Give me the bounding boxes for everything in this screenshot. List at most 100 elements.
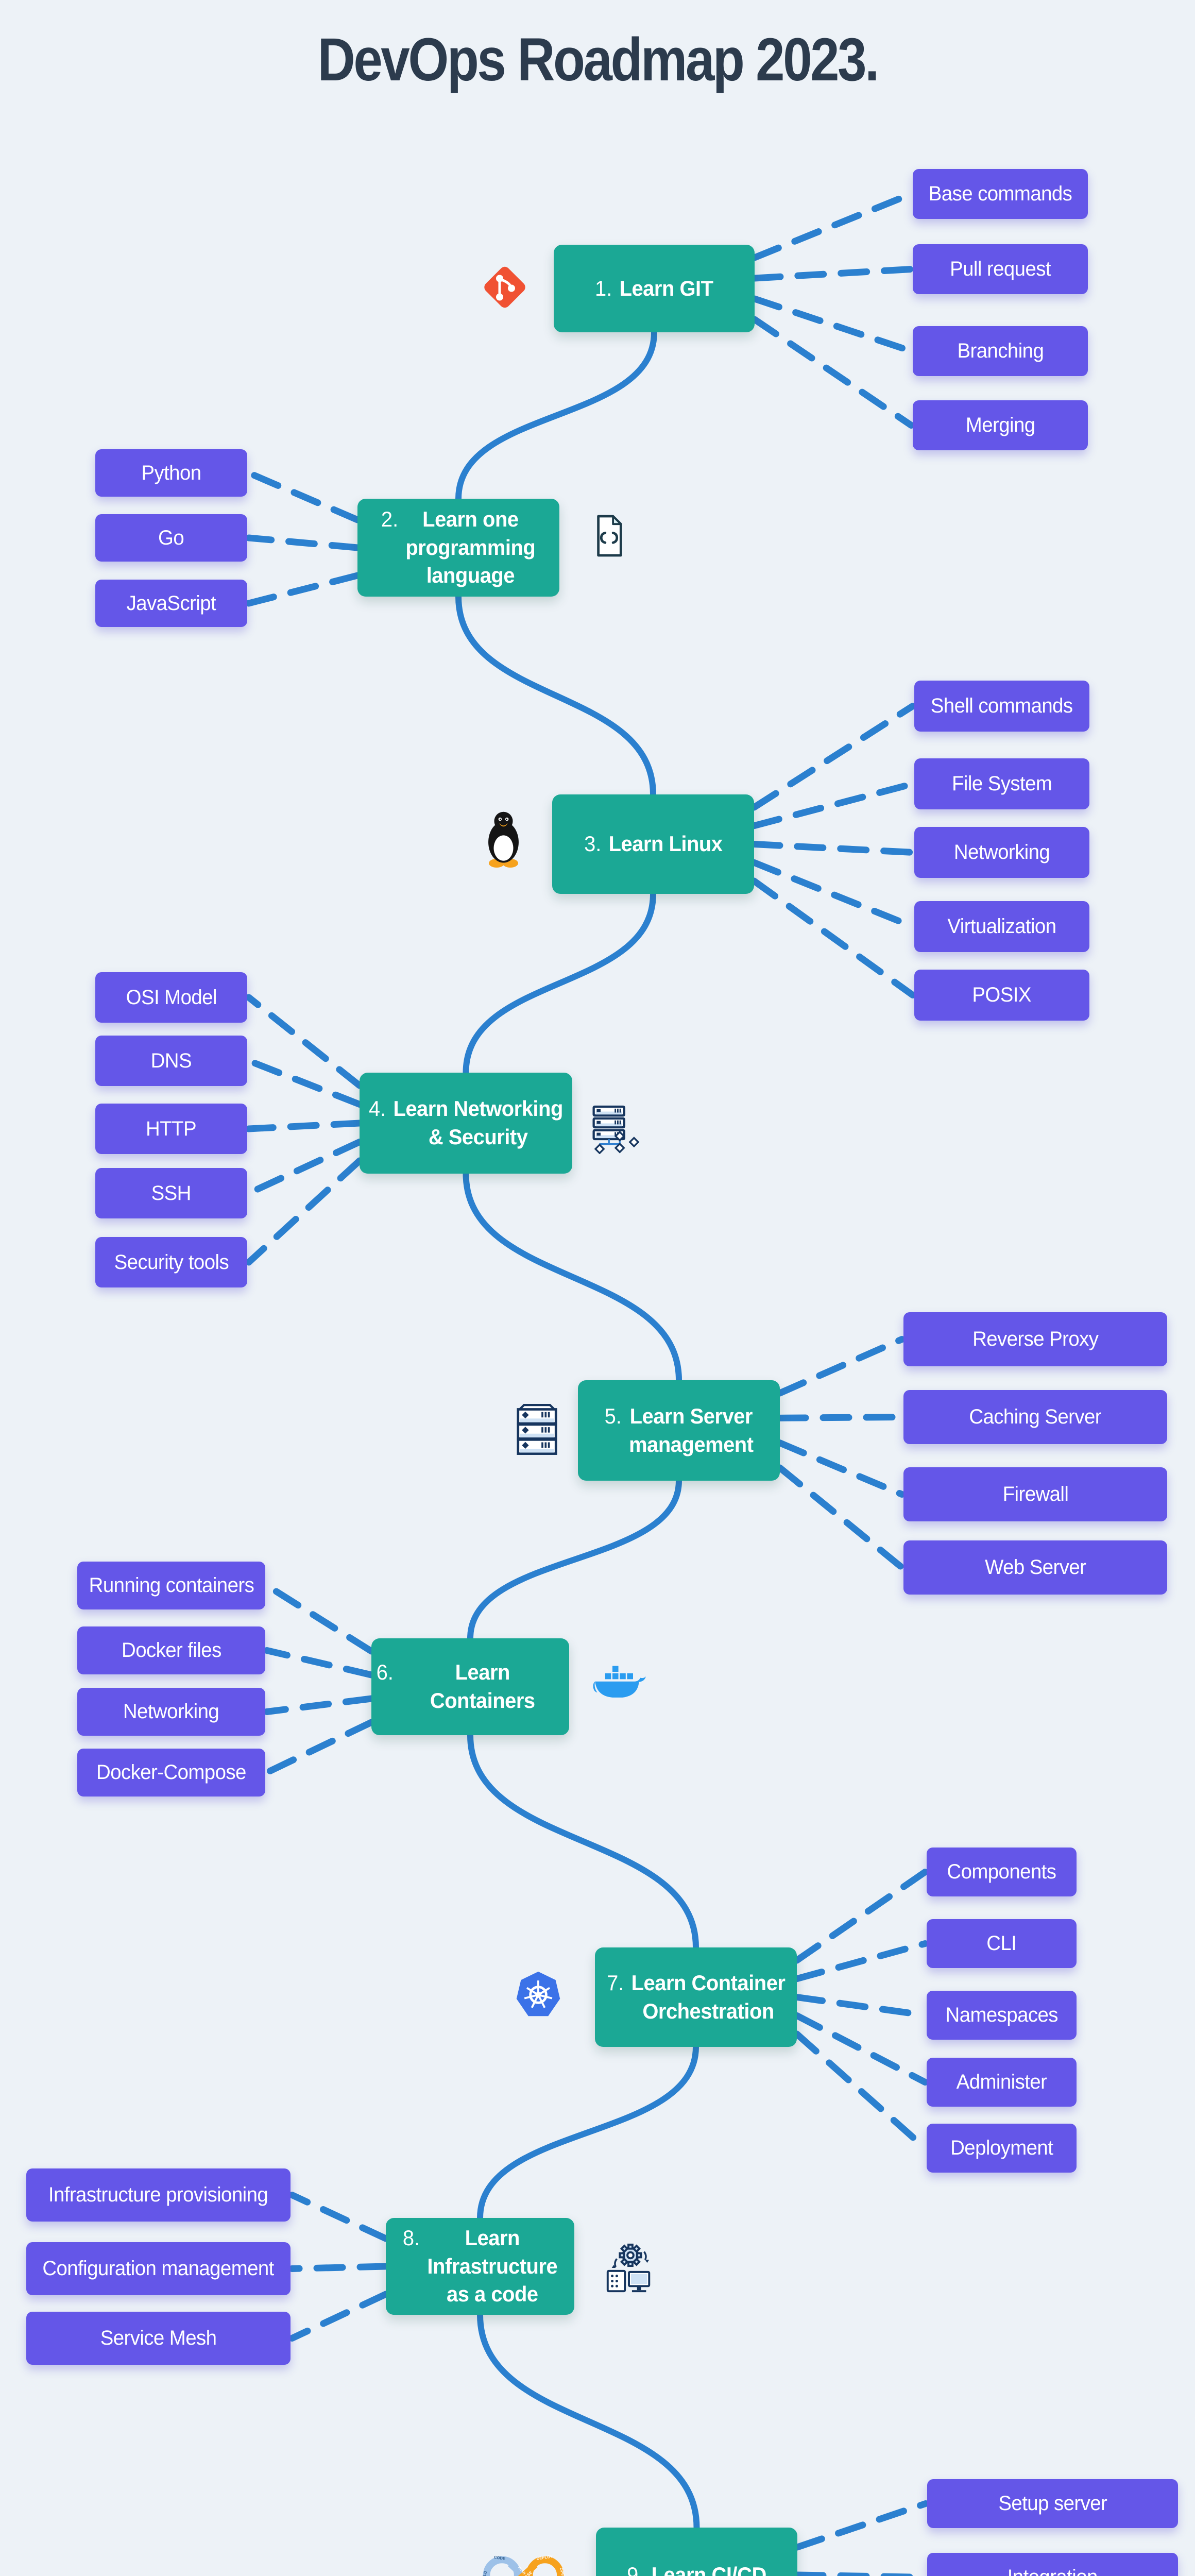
step-node-1: 1. Learn GIT: [554, 245, 755, 332]
linux-tux-icon: [479, 806, 528, 871]
topic-label: Administer: [956, 2071, 1047, 2093]
topic-box-base-commands: Base commands: [913, 169, 1088, 219]
step-label: Learn one programming language: [405, 507, 536, 588]
step-number: 1.: [595, 276, 612, 300]
dashed-branch-connector: [288, 2291, 389, 2342]
topic-label: Security tools: [114, 1250, 229, 1274]
topic-box-dns: DNS: [95, 1036, 247, 1086]
step-number: 4.: [369, 1096, 386, 1121]
step-label: Learn CI/CD: [651, 2562, 767, 2576]
dashed-branch-connector: [793, 1940, 929, 1982]
code-file-icon: [585, 510, 634, 562]
topic-box-merging: Merging: [913, 400, 1088, 450]
step-node-5: 5.Learn Server management: [578, 1380, 780, 1481]
topic-label: Base commands: [928, 182, 1072, 205]
topic-box-virtualization: Virtualization: [914, 901, 1089, 952]
step-node-2: 2.Learn one programming language: [357, 499, 559, 597]
topic-box-javascript: JavaScript: [95, 580, 247, 627]
dashed-branch-connector: [750, 781, 916, 829]
docker-whale-icon: [592, 1664, 649, 1705]
topic-box-python: Python: [95, 449, 247, 497]
topic-box-reverse-proxy: Reverse Proxy: [903, 1312, 1167, 1366]
step-number: 3.: [584, 832, 602, 856]
dashed-branch-connector: [263, 1695, 375, 1715]
cicd-loop-label: DEPLOY: [536, 2554, 554, 2561]
iac-gear-icon: [602, 2242, 657, 2294]
step-number: 2.: [381, 507, 399, 532]
step-label: Learn GIT: [619, 276, 713, 300]
step-number: 7.: [606, 1970, 624, 1995]
dashed-branch-connector: [751, 266, 915, 282]
topic-label: Components: [947, 1860, 1057, 1883]
step-label: Learn Container Orchestration: [631, 1970, 786, 2023]
topic-label: Docker-Compose: [96, 1761, 246, 1784]
network-security-icon: [590, 1103, 644, 1154]
topic-label: Reverse Proxy: [972, 1328, 1099, 1350]
topic-box-shell-commands: Shell commands: [914, 681, 1089, 732]
topic-box-osi-model: OSI Model: [95, 972, 247, 1023]
topic-box-posix: POSIX: [914, 970, 1089, 1021]
page-title: DevOps Roadmap 2023.: [317, 26, 879, 94]
dashed-branch-connector: [751, 191, 915, 261]
cicd-loop-label: CODE: [493, 2555, 505, 2561]
step-number: 5.: [604, 1403, 622, 1428]
server-rack-icon: [510, 1404, 564, 1458]
step-node-9: 9. Learn CI/CD: [596, 2528, 797, 2576]
topic-label: Infrastructure provisioning: [48, 2183, 268, 2206]
topic-box-setup-server: Setup server: [927, 2479, 1178, 2528]
dashed-branch-connector: [263, 1719, 375, 1776]
step-label: Learn Linux: [608, 832, 723, 856]
dashed-branch-connector: [750, 703, 916, 811]
dashed-branch-connector: [776, 1414, 906, 1421]
topic-label: CLI: [986, 1932, 1017, 1955]
dashed-branch-connector: [793, 2012, 929, 2086]
topic-box-http: HTTP: [95, 1104, 247, 1154]
step-number: 9.: [627, 2562, 644, 2576]
dashed-branch-connector: [288, 2192, 389, 2242]
dashed-branch-connector: [288, 2263, 389, 2272]
dashed-branch-connector: [245, 1139, 363, 1197]
topic-label: OSI Model: [126, 986, 217, 1009]
topic-box-pull-request: Pull request: [913, 244, 1088, 294]
topic-box-service-mesh: Service Mesh: [26, 2312, 291, 2365]
dashed-branch-connector: [245, 572, 361, 607]
dashed-branch-connector: [776, 1336, 906, 1397]
dashed-branch-connector: [794, 2500, 929, 2551]
topic-label: Setup server: [998, 2492, 1107, 2515]
dashed-branch-connector: [750, 859, 916, 930]
dashed-branch-connector: [245, 469, 361, 523]
dashed-branch-connector: [793, 1869, 929, 1964]
topic-box-branching: Branching: [913, 326, 1088, 376]
dashed-branch-connector: [245, 1120, 363, 1132]
dashed-branch-connector: [776, 1464, 906, 1571]
topic-label: Networking: [123, 1700, 219, 1723]
kubernetes-icon: [514, 1968, 563, 2021]
dashed-branch-connector: [750, 841, 916, 856]
topic-box-infrastructure-provisioning: Infrastructure provisioning: [26, 2168, 291, 2222]
topic-label: Shell commands: [931, 694, 1073, 717]
topic-box-running-containers: Running containers: [77, 1562, 265, 1609]
dashed-branch-connector: [793, 2030, 929, 2151]
step-node-6: 6.Learn Containers: [371, 1638, 569, 1735]
topic-box-ssh: SSH: [95, 1168, 247, 1218]
topic-label: Caching Server: [969, 1405, 1102, 1428]
topic-box-components: Components: [927, 1848, 1077, 1896]
topic-label: POSIX: [972, 984, 1032, 1006]
topic-box-integration: Integration: [927, 2553, 1178, 2576]
topic-box-security-tools: Security tools: [95, 1237, 247, 1287]
step-node-7: 7. Learn Container Orchestration: [595, 1947, 797, 2047]
step-number: 6.: [376, 1660, 394, 1685]
topic-box-go: Go: [95, 514, 247, 562]
topic-label: Configuration management: [42, 2257, 275, 2280]
step-node-4: 4.Learn Networking & Security: [360, 1073, 572, 1174]
topic-label: Networking: [953, 841, 1050, 863]
topic-box-firewall: Firewall: [903, 1467, 1167, 1521]
dashed-branch-connector: [245, 534, 361, 551]
topic-label: Virtualization: [947, 915, 1056, 938]
topic-box-web-server: Web Server: [903, 1540, 1167, 1595]
topic-label: HTTP: [146, 1117, 197, 1140]
topic-box-docker-compose: Docker-Compose: [77, 1749, 265, 1797]
topic-label: Web Server: [984, 1556, 1086, 1579]
cicd-loop-label: BUILD: [480, 2570, 488, 2576]
